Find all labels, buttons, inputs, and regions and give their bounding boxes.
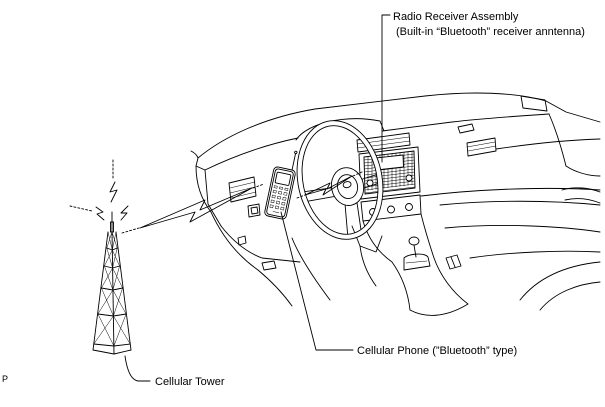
dash-rear-edge-left: [204, 137, 299, 171]
dash-top-edge: [197, 92, 547, 159]
phone-mouthpiece: [272, 211, 280, 213]
phone-antenna: [291, 152, 297, 171]
radio-knob-right: [405, 174, 413, 182]
tower-signals: [69, 159, 129, 221]
leader-radio-receiver: [381, 14, 391, 163]
steering-wheel-horn-pad: [336, 174, 359, 199]
floor-line: [291, 237, 331, 301]
tower-bracing-right: [111, 231, 131, 347]
climate-dial-right: [405, 203, 413, 211]
door-sill: [469, 250, 601, 259]
console-bottom: [409, 303, 469, 316]
label-cellular-tower: Cellular Tower: [155, 376, 225, 388]
shift-gate-line: [405, 260, 428, 264]
right-air-vent: [466, 137, 497, 157]
tower-legs: [92, 231, 132, 355]
tower-cross-bars: [92, 247, 132, 355]
console-left-side: [362, 220, 411, 311]
phone-body: [264, 166, 296, 220]
glove-box-top: [439, 200, 601, 206]
dash-top-sensor: [457, 123, 475, 134]
shift-lever-knob: [408, 236, 420, 246]
car-interior: [190, 92, 601, 316]
label-radio-receiver-note: (Built-in “Bluetooth” receiver anntenna): [396, 26, 585, 38]
knee-panel: [220, 225, 301, 263]
signal-bolt-right: [120, 205, 129, 221]
small-bolt-trail-right: [352, 171, 363, 177]
door-edge: [548, 113, 567, 167]
glove-box-bottom: [444, 225, 601, 233]
leader-lines: [124, 14, 391, 382]
steering-wheel-hub: [330, 167, 365, 206]
dash-rear-edge-right: [381, 113, 550, 132]
signal-bolt-top: [109, 181, 118, 203]
phone-keypad: [269, 185, 289, 211]
dash-left-outer: [195, 165, 212, 213]
knee-panel-lower: [210, 211, 293, 307]
label-cellular-phone: Cellular Phone (”Bluetooth” type): [357, 345, 517, 357]
a-pillar-left: [190, 150, 199, 159]
defroster-vent-right: [520, 95, 548, 112]
signal-bolt-tower-to-phone: [121, 183, 265, 234]
dash-left-face: [204, 169, 222, 227]
passenger-dash-face: [495, 138, 601, 150]
brake-pedal: [261, 260, 277, 271]
seat-edge: [519, 261, 601, 311]
shift-lever-shaft: [413, 244, 417, 258]
steering-column-lower: [359, 245, 377, 287]
passenger-dash-lower: [420, 187, 601, 197]
bolt-trail-left: [121, 227, 140, 234]
steering-wheel-spokes: [303, 173, 382, 237]
leader-cellular-tower: [124, 355, 151, 382]
signal-dash-left: [69, 205, 93, 212]
phone-screen: [274, 171, 292, 186]
console-switch: [445, 254, 462, 270]
steering-wheel-rim: [296, 120, 384, 240]
signal-bolt-phone-to-radio: [296, 171, 363, 199]
cellular-tower: [92, 211, 132, 355]
shift-lever-boot: [403, 253, 431, 271]
tower-bracing-left: [93, 231, 115, 347]
cellular-phone: [264, 150, 298, 220]
door-armrest: [561, 187, 601, 204]
climate-dial-center: [387, 205, 395, 214]
radio-receiver-face: [363, 150, 416, 195]
steering-wheel-emblem: [342, 181, 352, 189]
console-right-side: [420, 213, 469, 305]
left-air-vent-slats: [229, 181, 257, 199]
door-top: [545, 100, 601, 123]
right-air-vent-slats: [466, 141, 497, 152]
label-radio-receiver: Radio Receiver Assembly: [393, 11, 519, 23]
door-panel-curve: [565, 165, 601, 177]
signal-bolt-left: [95, 206, 105, 221]
dash-left-corner: [195, 157, 206, 171]
corner-mark: P: [2, 374, 8, 384]
labels: Radio Receiver Assembly (Built-in “Bluet…: [2, 11, 585, 388]
phone-bezel: [266, 168, 294, 218]
steering-wheel: [296, 120, 384, 240]
bolt-outline-small: [304, 175, 353, 196]
small-bolt-trail-left: [296, 194, 306, 199]
leader-cellular-phone: [280, 211, 354, 351]
phone-antenna-tip: [294, 150, 298, 155]
bolt-outline-large: [139, 187, 253, 229]
left-air-vent: [228, 176, 257, 203]
left-dash-switch: [247, 203, 261, 218]
hood-release: [237, 235, 247, 246]
